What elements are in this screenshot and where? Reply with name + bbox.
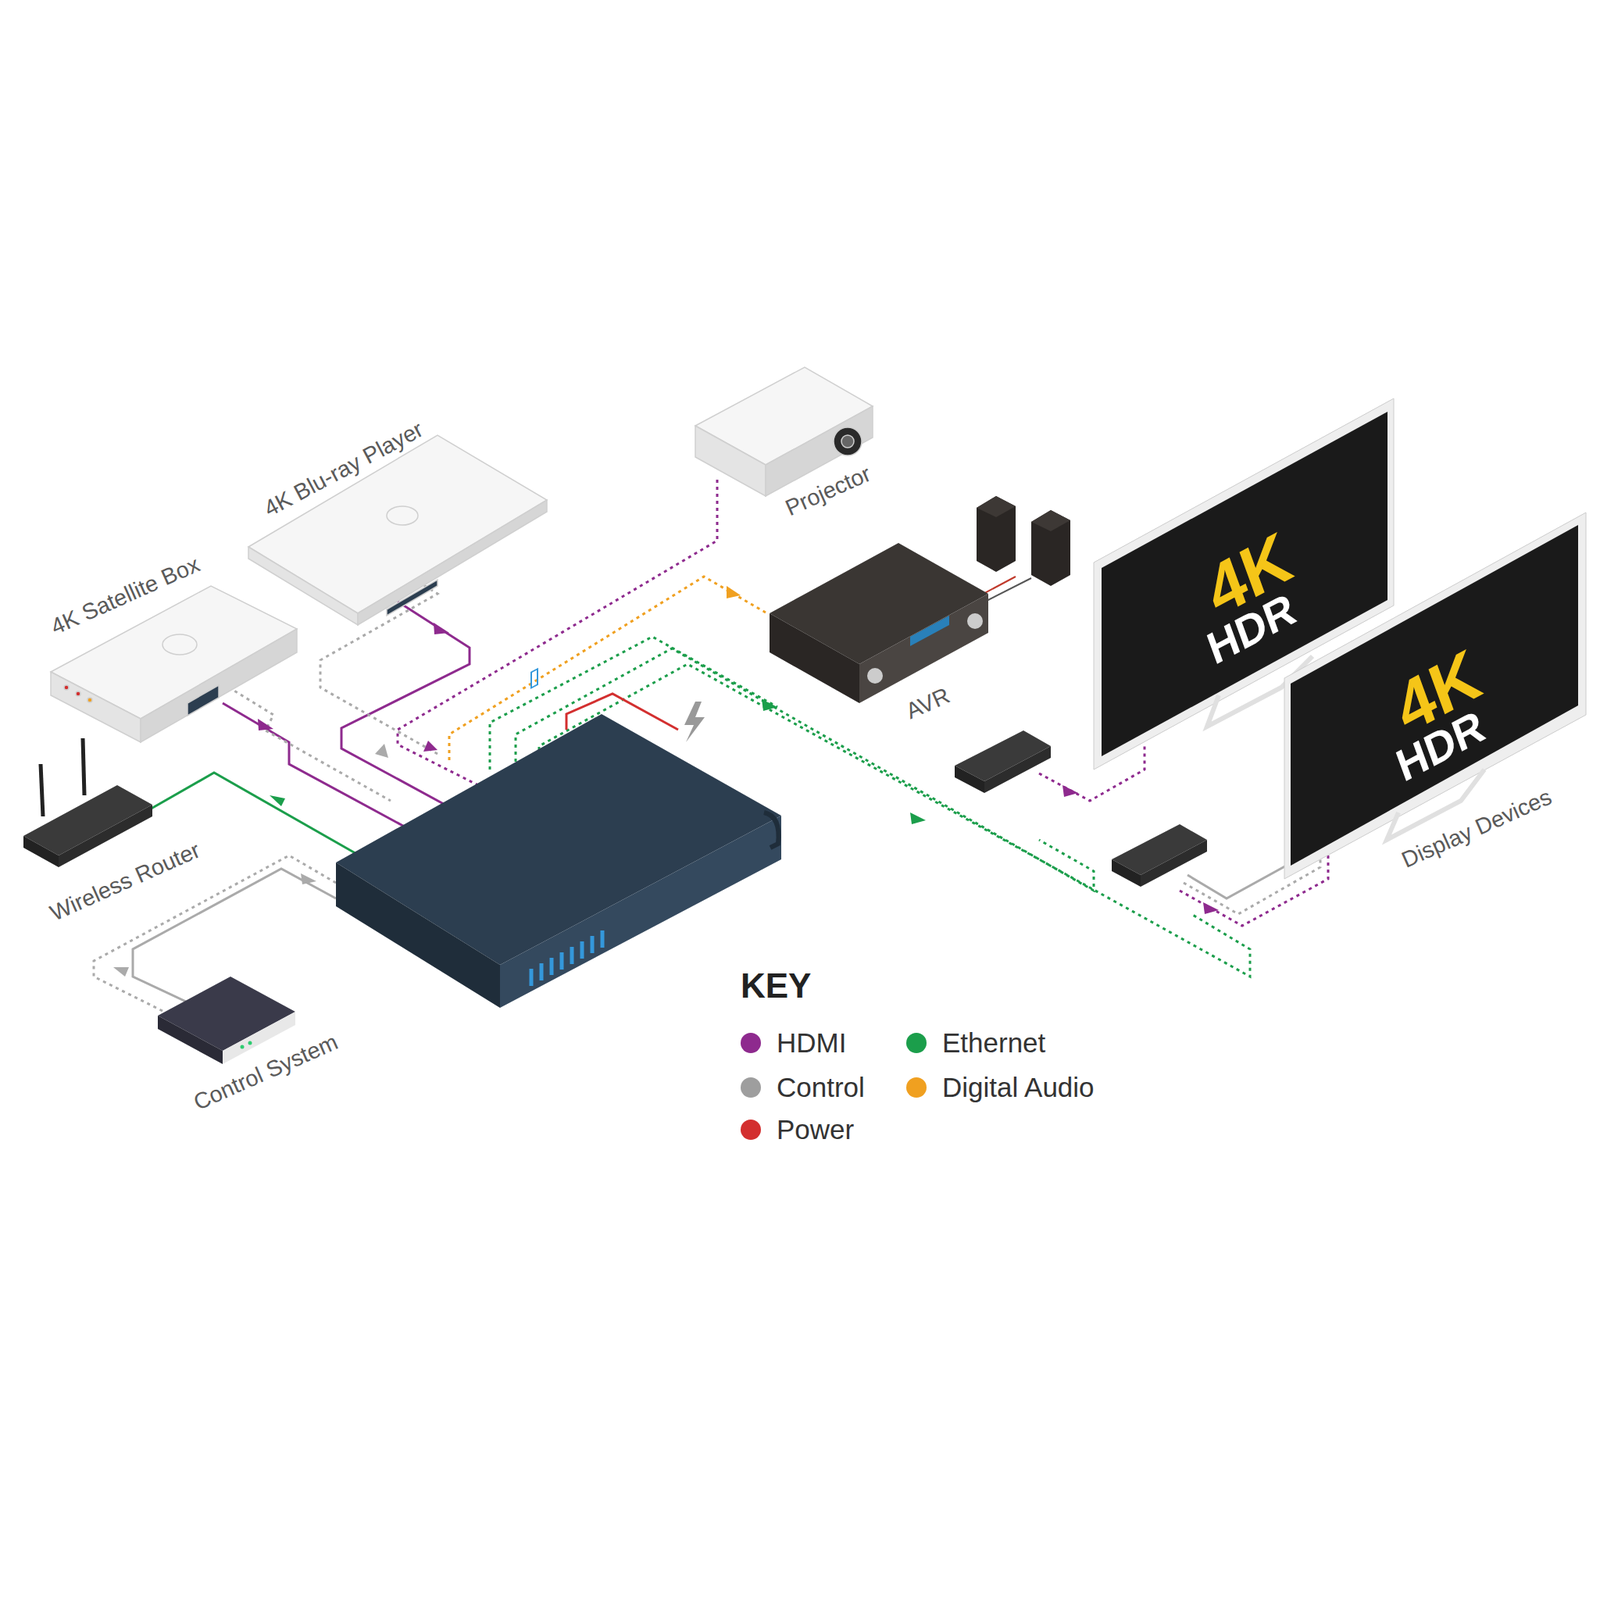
arrow-head: [269, 795, 286, 807]
arrow-head: [423, 740, 438, 752]
key-heading: KEY: [740, 968, 811, 1004]
legend-text: HDMI: [776, 1027, 847, 1059]
hdmi-wire: [1039, 746, 1145, 801]
arrow-head: [910, 812, 926, 825]
legend-item: Control: [740, 1071, 865, 1104]
legend-text: Digital Audio: [942, 1071, 1095, 1104]
legend-swatch: [740, 1077, 761, 1098]
router: [23, 738, 153, 868]
legend-item: Ethernet: [906, 1027, 1046, 1059]
legend-item: Digital Audio: [906, 1071, 1095, 1104]
arrow-head: [300, 873, 317, 885]
arrow-head: [433, 622, 450, 635]
speaker: [976, 496, 1071, 586]
control-wire: [222, 683, 391, 801]
arrow-head: [1062, 785, 1079, 797]
extender: [954, 730, 1208, 887]
ethernet-wire: [137, 772, 360, 856]
legend-text: Ethernet: [942, 1027, 1046, 1059]
arrow-head: [375, 743, 389, 758]
arrow-head: [761, 699, 778, 711]
legend-swatch: [906, 1077, 927, 1098]
bluray-player: [248, 435, 547, 625]
tv: [1093, 398, 1586, 879]
legend-swatch: [740, 1032, 761, 1054]
label-text: AVR: [902, 682, 954, 725]
arrow-head: [726, 585, 741, 599]
legend-swatch: [740, 1119, 761, 1140]
hdmi-wire: [341, 601, 470, 813]
control-box: [157, 976, 296, 1065]
legend-item: HDMI: [740, 1027, 847, 1059]
hdmi-matrix: [335, 668, 782, 1008]
legend-text: Power: [776, 1114, 854, 1146]
power-bolt: [684, 701, 705, 743]
arrow-head: [1203, 902, 1219, 915]
avr: [769, 542, 989, 704]
legend-swatch: [906, 1032, 927, 1054]
device-label: AVR: [895, 676, 961, 729]
power-wire: [566, 693, 679, 730]
legend-item: Power: [740, 1114, 854, 1146]
legend-text: Control: [776, 1071, 865, 1104]
arrow-head: [257, 718, 274, 731]
arrow-head: [113, 967, 129, 977]
